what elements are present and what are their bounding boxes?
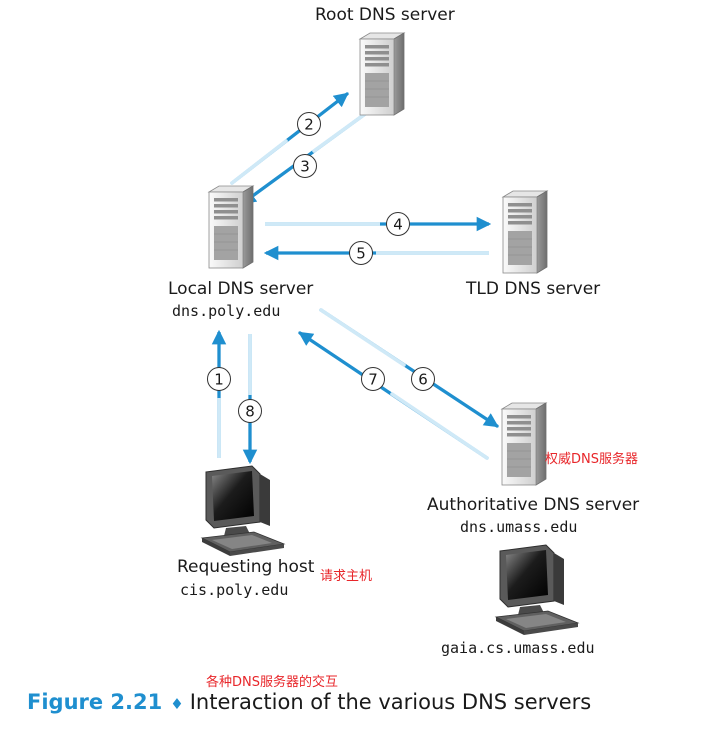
figure-number: Figure 2.21 [27, 690, 163, 714]
step-circle-4: 4 [386, 212, 410, 236]
root-dns-server-label: Root DNS server [315, 5, 455, 25]
local-dns-server-icon [208, 185, 254, 269]
gaia-host-computer-icon [495, 544, 579, 636]
svg-text:5: 5 [356, 245, 366, 263]
authoritative-dns-server-host: dns.umass.edu [460, 518, 578, 536]
svg-text:1: 1 [214, 371, 224, 389]
requesting-host-label: Requesting host [177, 557, 315, 577]
svg-text:7: 7 [368, 371, 378, 389]
local-dns-server-label: Local DNS server [168, 279, 314, 299]
step-circle-8: 8 [238, 399, 262, 423]
requesting-host-computer-icon [201, 465, 285, 557]
caption-diamond-icon: ♦ [170, 695, 184, 713]
authoritative-dns-server-icon [501, 402, 547, 486]
step-circle-2: 2 [297, 112, 321, 136]
authoritative-dns-server-label: Authoritative DNS server [427, 495, 640, 515]
step-circle-3: 3 [293, 154, 317, 178]
svg-text:4: 4 [393, 216, 403, 234]
step-circle-5: 5 [349, 241, 373, 265]
svg-text:8: 8 [245, 403, 255, 421]
svg-text:2: 2 [304, 116, 314, 134]
gaia-host-name: gaia.cs.umass.edu [441, 639, 595, 657]
tld-dns-server-icon [502, 190, 548, 274]
requesting-host-name: cis.poly.edu [180, 581, 289, 599]
caption-annotation: 各种DNS服务器的交互 [206, 675, 338, 690]
caption-text: Interaction of the various DNS servers [189, 690, 592, 714]
root-dns-server-icon [359, 32, 405, 116]
step-circle-6: 6 [411, 367, 435, 391]
step-circle-7: 7 [361, 367, 385, 391]
tld-dns-server-label: TLD DNS server [466, 279, 601, 299]
requesting-host-annotation: 请求主机 [320, 569, 373, 584]
local-dns-server-host: dns.poly.edu [172, 302, 281, 320]
step-circle-1: 1 [207, 367, 231, 391]
svg-text:3: 3 [300, 158, 310, 176]
figure-caption: Figure 2.21 ♦ Interaction of the various D… [27, 690, 591, 714]
authoritative-dns-server-annotation: 权威DNS服务器 [545, 452, 638, 467]
svg-text:6: 6 [418, 371, 428, 389]
